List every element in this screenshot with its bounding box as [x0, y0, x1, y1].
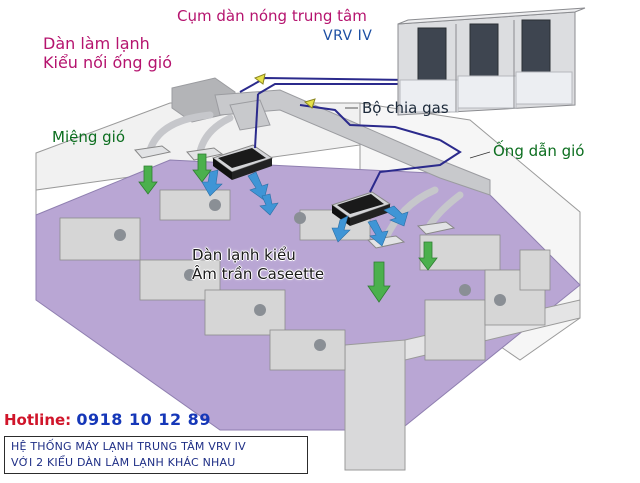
- outdoor-unit: [397, 7, 586, 116]
- air-outlet-label: Miệng gió: [52, 128, 126, 146]
- ceiling-duct: [171, 77, 491, 196]
- condenser-fan-grille: [417, 27, 447, 81]
- green-airflow-arrow: [192, 153, 212, 183]
- green-airflow-arrow: [367, 261, 391, 303]
- blue-airflow-arrow: [247, 171, 269, 201]
- caption-line-1: HỆ THỐNG MÁY LẠNH TRUNG TÂM VRV IV: [11, 440, 246, 453]
- outdoor-unit-model: VRV IV: [323, 28, 373, 44]
- caption-line-2: VỚI 2 KIỂU DÀN LÀM LẠNH KHÁC NHAU: [11, 456, 236, 469]
- green-airflow-arrow: [138, 165, 158, 195]
- cassette-units: [211, 144, 392, 226]
- desk: [59, 217, 141, 261]
- caption-box: HỆ THỐNG MÁY LẠNH TRUNG TÂM VRV IV VỚI 2…: [4, 436, 308, 474]
- condenser-fan-grille: [469, 23, 499, 77]
- cassette-label-line1: Dàn lạnh kiểu: [192, 246, 296, 264]
- blue-airflow-arrow: [201, 169, 223, 197]
- air-duct-label: Ống dẫn gió: [493, 142, 585, 160]
- chairs: [114, 199, 506, 351]
- chair: [494, 294, 506, 306]
- gas-splitter: [253, 73, 266, 85]
- cassette-label-line2: Âm trần Caseette: [192, 265, 325, 283]
- blue-airflow-arrow: [259, 193, 279, 216]
- air-outlet: [416, 221, 456, 235]
- ducted-unit-label-line2: Kiểu nối ống gió: [43, 53, 173, 72]
- chair: [184, 269, 196, 281]
- hotline-number[interactable]: 0918 10 12 89: [76, 410, 211, 429]
- duct-branch: [229, 99, 271, 131]
- blue-airflow-arrow: [383, 205, 409, 227]
- airflow-blue: [201, 169, 409, 247]
- chair: [254, 304, 266, 316]
- desk: [204, 289, 286, 336]
- air-outlet: [134, 145, 172, 159]
- gas-splitter-label: Bộ chia gas: [362, 99, 449, 117]
- green-airflow-arrow: [418, 241, 438, 271]
- chair: [209, 199, 221, 211]
- airflow-green: [138, 153, 438, 303]
- hotline: Hotline: 0918 10 12 89: [4, 410, 211, 429]
- gas-splitter: [303, 98, 316, 109]
- desk: [269, 329, 346, 371]
- desk: [419, 234, 501, 271]
- flex-hoses: [146, 111, 464, 244]
- blue-airflow-arrow: [367, 219, 389, 247]
- leader-lines: [345, 107, 491, 159]
- chair: [459, 284, 471, 296]
- chair: [114, 229, 126, 241]
- front-wall: [344, 339, 406, 471]
- chair: [314, 339, 326, 351]
- blue-airflow-arrow: [331, 215, 351, 243]
- filing-cabinet: [519, 249, 551, 291]
- outdoor-unit-title: Cụm dàn nóng trung tâm: [177, 7, 367, 25]
- condenser-fan-grille: [521, 19, 551, 73]
- gas-splitters: [253, 73, 316, 109]
- hotline-prefix: Hotline:: [4, 411, 72, 429]
- cabinet: [424, 299, 486, 361]
- chair: [294, 212, 306, 224]
- refrigerant-pipes: [239, 76, 462, 193]
- ducted-unit-label-line1: Dàn làm lạnh: [43, 34, 150, 53]
